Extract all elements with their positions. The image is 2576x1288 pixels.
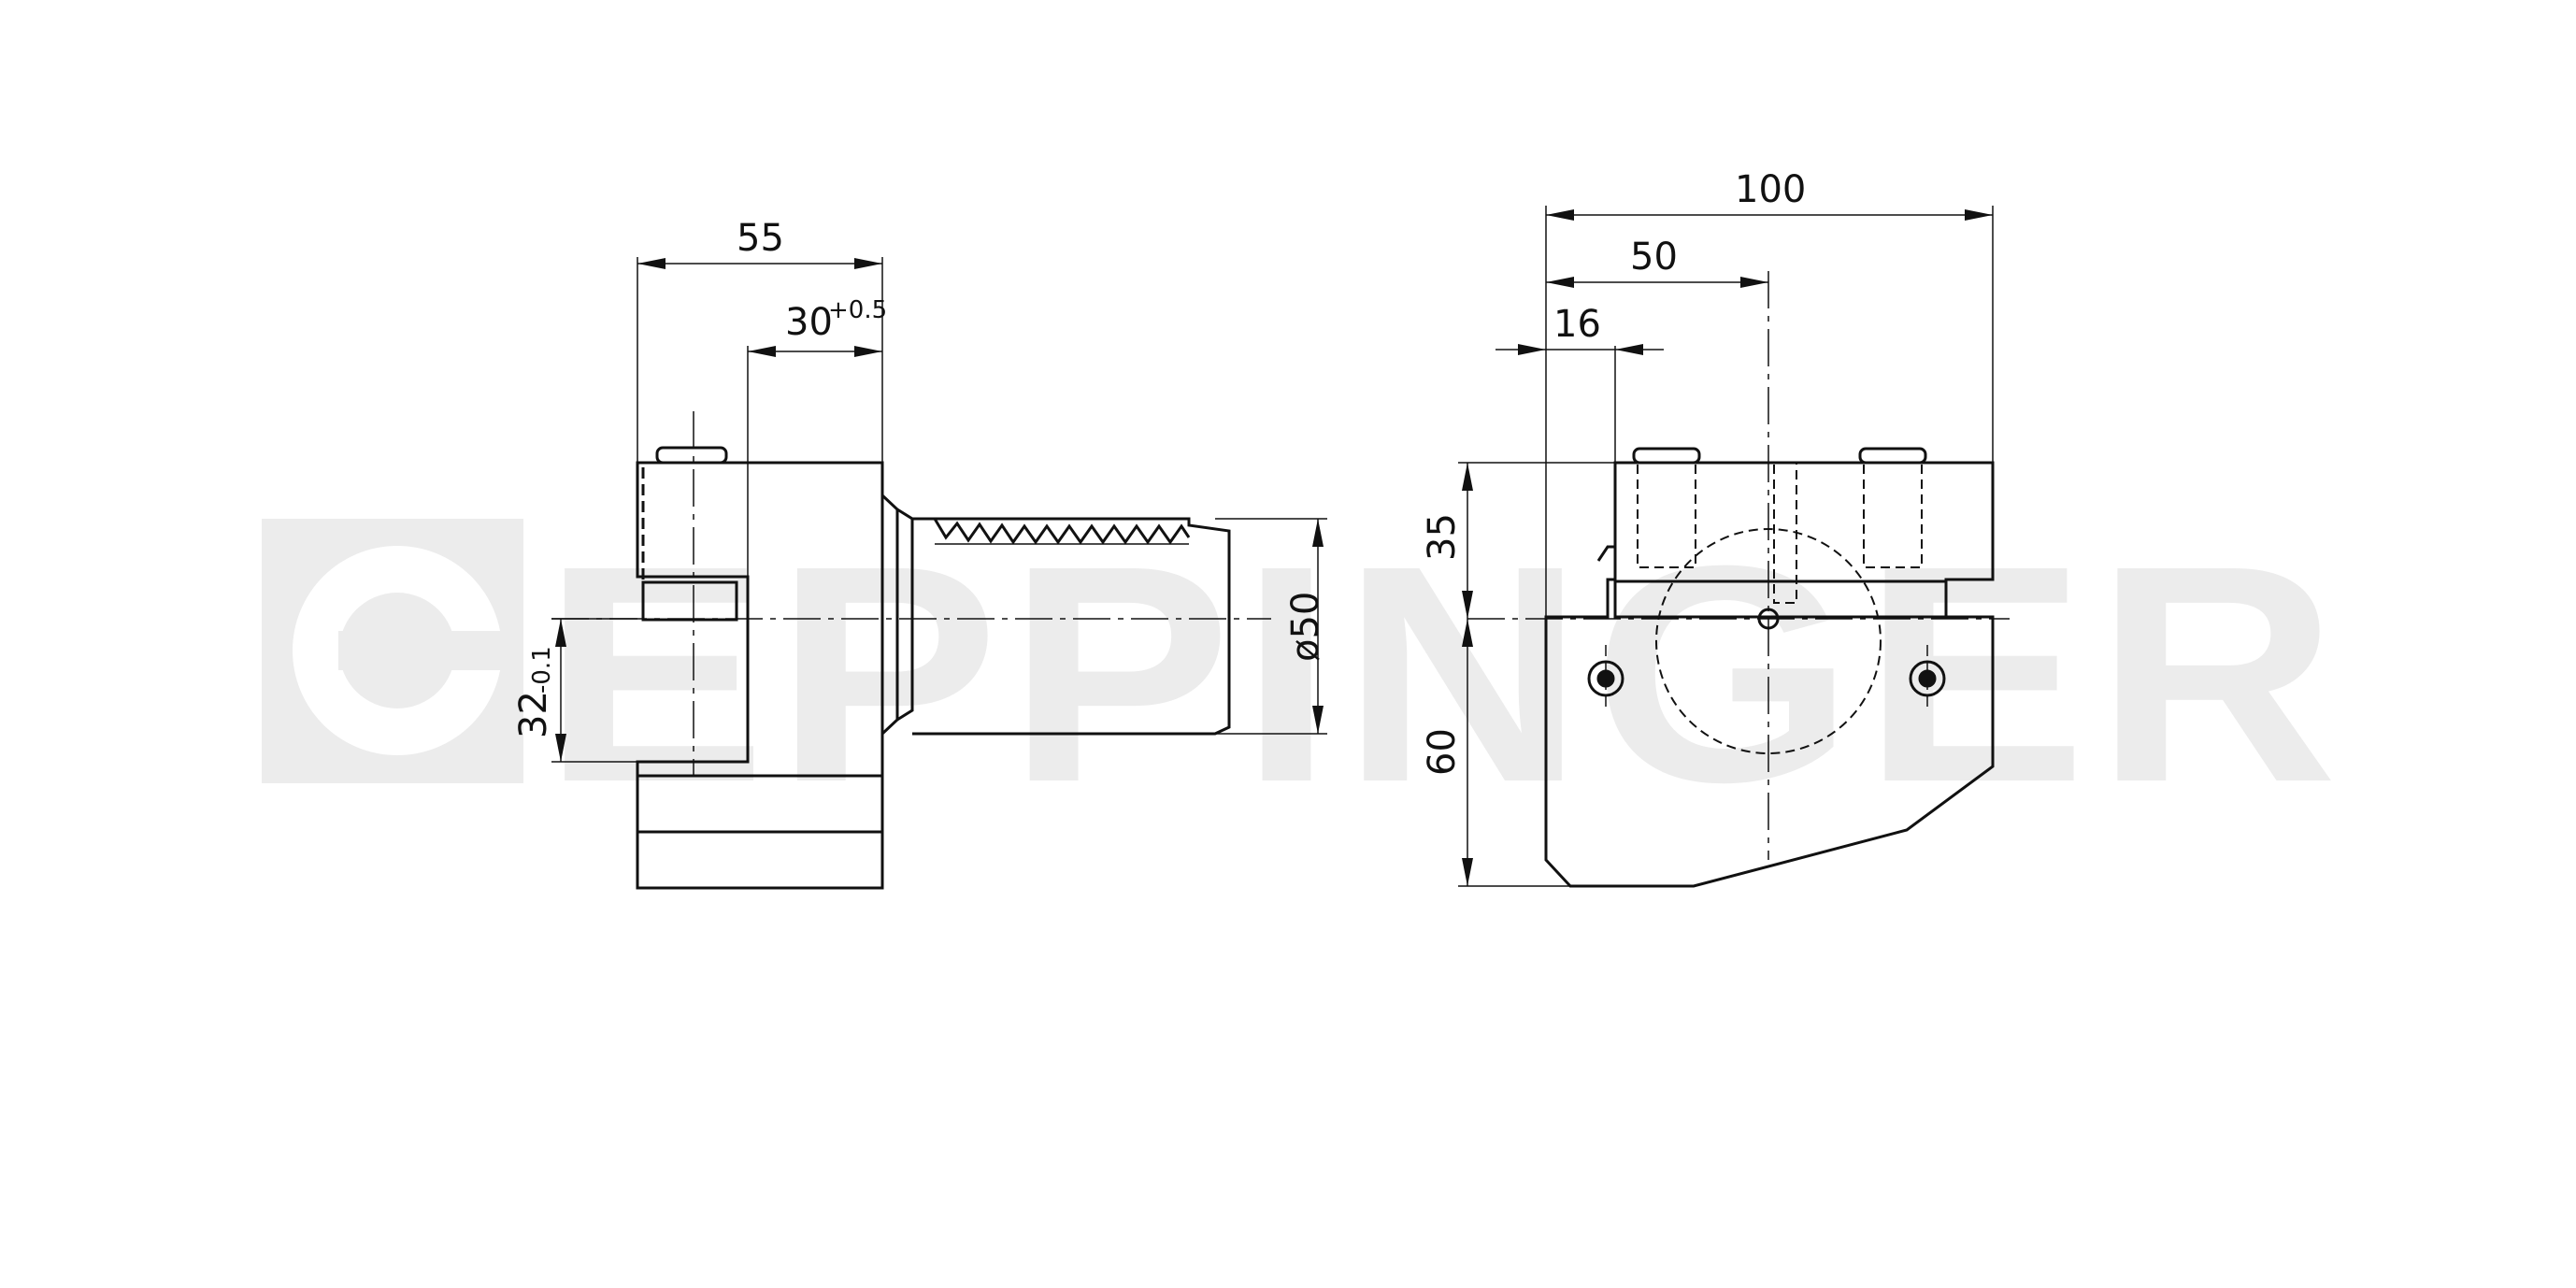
dim-50c-label: 50 [1630, 236, 1678, 279]
side-view-wedge [641, 580, 738, 622]
dim-60-arrow-top [1462, 619, 1473, 647]
dim-30-label: 30 [785, 301, 833, 344]
dim-50c-arrow-left [1546, 277, 1574, 288]
dim-shank-label: ø50 [1284, 592, 1327, 662]
side-view-flange [880, 494, 899, 736]
watermark-wordmark: EPPINGER [542, 501, 2346, 846]
front-view-screw-right [1858, 447, 1927, 465]
dim-100-label: 100 [1735, 168, 1806, 211]
dim-60-label: 60 [1421, 728, 1464, 776]
dim-16-arrow-left [1518, 344, 1546, 355]
front-view-screw-right-hidden [1863, 462, 1923, 568]
eppinger-watermark: EPPINGER [262, 501, 2346, 846]
dim-50-arrow-bottom [1312, 706, 1324, 734]
front-view-tab [1596, 545, 1615, 562]
dim-100-arrow-left [1546, 209, 1574, 221]
front-view-clamp-plate [1613, 580, 1948, 619]
dim-55-arrow-right [854, 258, 882, 269]
front-view-screw-left-hidden [1637, 462, 1696, 568]
dim-30-arrow-right [854, 346, 882, 357]
dim-30-arrow-left [748, 346, 776, 357]
dim-50-arrow-top [1312, 519, 1324, 547]
dim-35-label: 35 [1421, 513, 1464, 561]
dim-60-arrow-bottom [1462, 858, 1473, 886]
side-view-serrations [933, 518, 1191, 545]
side-view [551, 257, 1327, 890]
dim-100-arrow-right [1965, 209, 1993, 221]
side-view-flange-2 [896, 508, 914, 722]
dim-30-tolerance: +0.5 [828, 296, 887, 324]
dim-16-arrow-right [1615, 344, 1643, 355]
watermark-logo-bar [338, 631, 523, 670]
dim-35-arrow-bottom [1462, 591, 1473, 619]
dim-32-arrow-bottom [555, 734, 566, 762]
side-view-top-screw [655, 446, 728, 465]
dim-35-arrow-top [1462, 463, 1473, 491]
dim-50c-arrow-right [1740, 277, 1768, 288]
dim-16-label: 16 [1553, 303, 1601, 346]
dim-32-arrow-top [555, 619, 566, 647]
front-view [1458, 206, 2010, 888]
dim-32-tolerance: -0.1 [528, 646, 556, 694]
dim-55-label: 55 [737, 217, 784, 260]
dim-32-label: 32 [512, 691, 555, 738]
dim-55-arrow-left [637, 258, 665, 269]
front-view-screw-left [1632, 447, 1701, 465]
